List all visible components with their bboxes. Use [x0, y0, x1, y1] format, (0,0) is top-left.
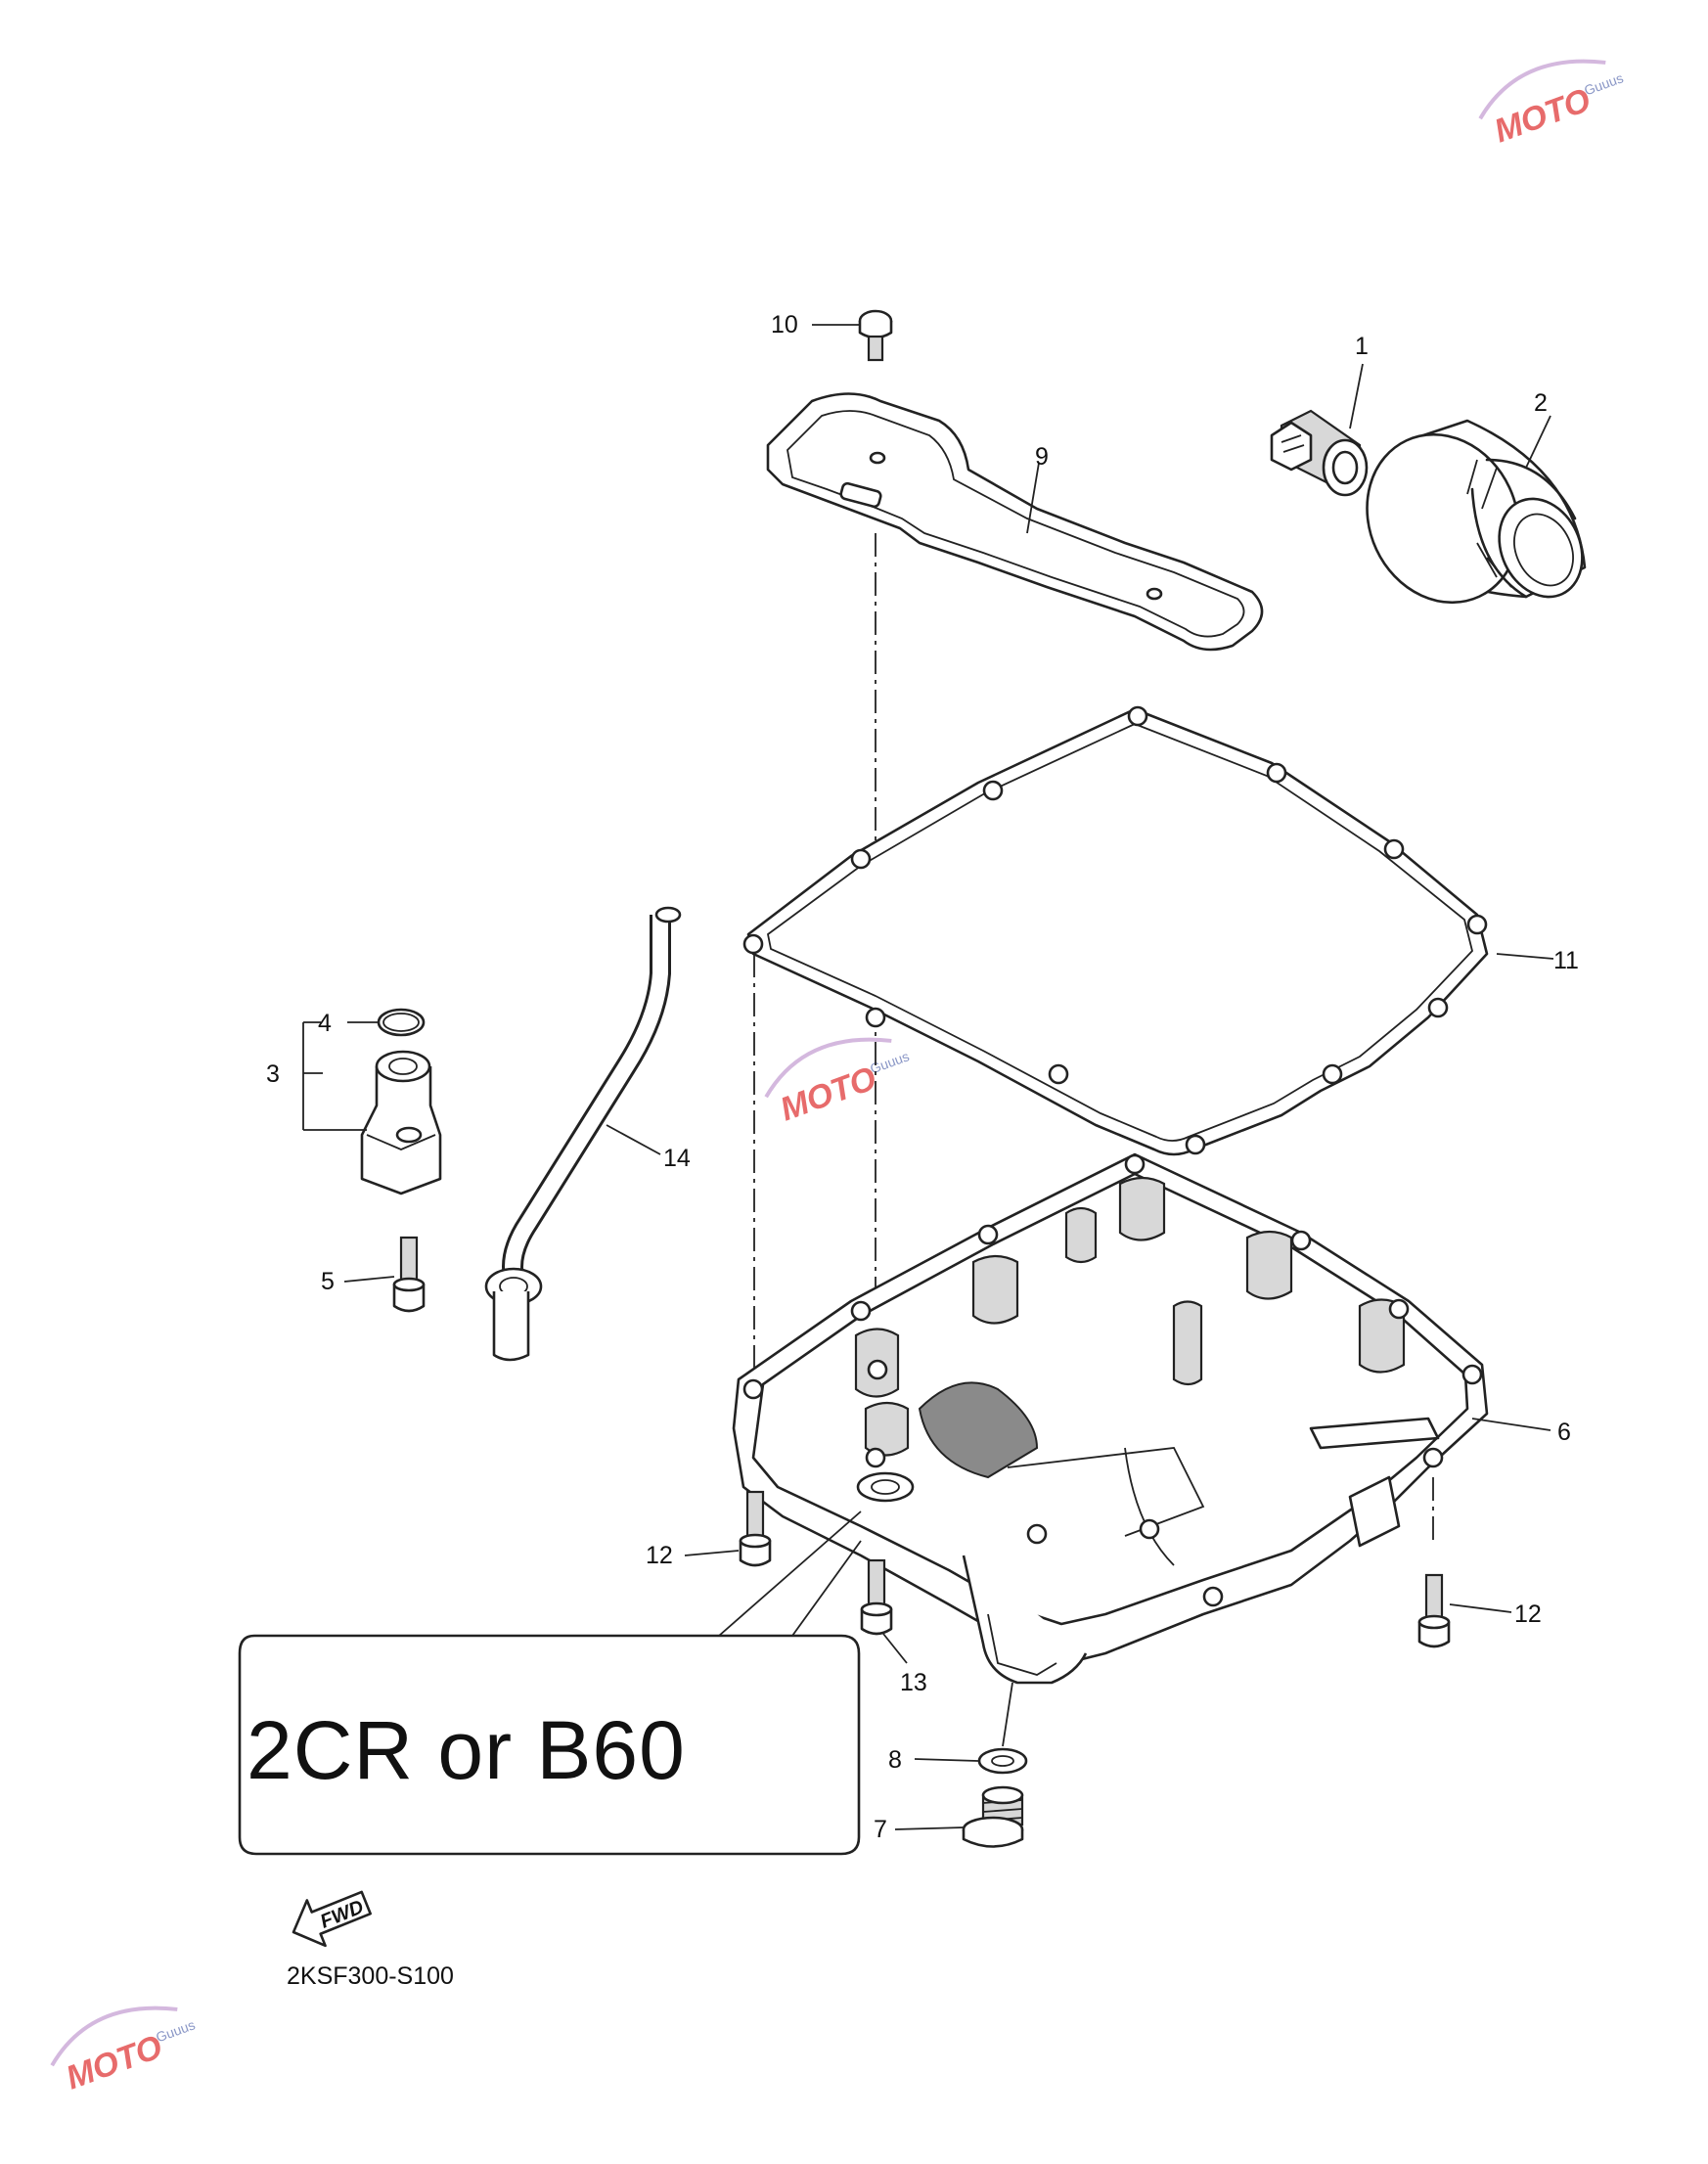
bolt-part-12-left	[739, 1490, 772, 1567]
callout-12-left: 12	[646, 1542, 673, 1569]
callout-2: 2	[1534, 389, 1548, 417]
watermark-text: MOTO	[1490, 81, 1596, 150]
callout-12-right: 12	[1514, 1600, 1542, 1628]
leader-lines	[302, 324, 1554, 1830]
callout-labels: 10 1 2 9 11 4 3 14 5 6 12 12 13 8 7	[266, 311, 1579, 1843]
watermark-text: MOTO	[62, 2028, 167, 2096]
watermark-subtext: Guuus	[154, 2016, 197, 2045]
bolt-part-10	[858, 309, 893, 362]
callout-10: 10	[771, 311, 798, 338]
watermark-center: MOTO Guuus	[764, 1037, 911, 1128]
watermark-subtext: Guuus	[1582, 69, 1625, 98]
callout-14: 14	[663, 1145, 691, 1172]
watermark-bottom-left: MOTO Guuus	[50, 2006, 197, 2096]
callout-13: 13	[900, 1669, 927, 1696]
washer-part-8	[977, 1747, 1028, 1775]
watermark-top-right: MOTO Guuus	[1478, 59, 1625, 150]
watermark-text: MOTO	[776, 1059, 881, 1128]
bolt-part-13	[860, 1558, 893, 1636]
oil-pan-part-6	[732, 1152, 1489, 1685]
callout-6: 6	[1557, 1419, 1571, 1446]
bolt-part-12-right	[1417, 1573, 1451, 1648]
bolt-part-5	[392, 1236, 426, 1313]
baffle-plate-part-9	[766, 392, 1264, 652]
variant-label: 2CR or B60	[247, 1704, 686, 1796]
diagram-code: 2KSF300-S100	[287, 1962, 454, 1990]
gasket-part-11	[742, 705, 1489, 1156]
oil-filter-part-2	[1366, 419, 1587, 605]
drain-bolt-part-7	[962, 1785, 1024, 1848]
callout-1: 1	[1355, 333, 1369, 360]
callout-4: 4	[318, 1010, 332, 1037]
callout-11: 11	[1553, 947, 1579, 974]
callout-7: 7	[874, 1816, 887, 1843]
callout-8: 8	[888, 1746, 902, 1774]
callout-9: 9	[1035, 443, 1049, 471]
callout-5: 5	[321, 1268, 335, 1295]
watermark-subtext: Guuus	[868, 1048, 911, 1076]
strainer-assembly-part-3	[360, 1008, 442, 1195]
fwd-arrow-icon: FWD	[292, 1890, 372, 1948]
pipe-part-14	[484, 906, 682, 1362]
variant-callout: 2CR or B60	[238, 1510, 862, 1856]
fitting-part-1	[1270, 409, 1369, 497]
callout-3: 3	[266, 1060, 280, 1088]
